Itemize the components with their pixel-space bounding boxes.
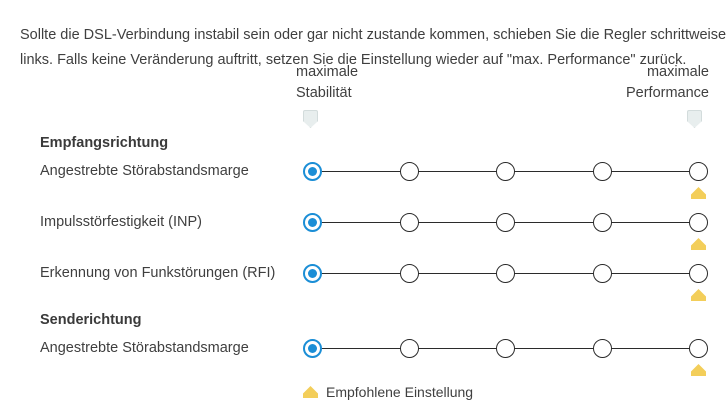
slider-step-radio[interactable] (689, 264, 708, 283)
slider-step-radio[interactable] (689, 339, 708, 358)
slider-step-radio[interactable] (399, 162, 419, 181)
recommended-marker-icon (691, 187, 706, 199)
slider-step-radio[interactable] (592, 162, 612, 181)
intro-paragraph: Sollte die DSL-Verbindung instabil sein … (20, 26, 728, 68)
recommended-marker-icon (691, 238, 706, 250)
slider-step-radio[interactable] (496, 162, 515, 181)
slider-handle-icon-left[interactable] (303, 110, 318, 128)
slider-step-radio[interactable] (399, 339, 419, 358)
slider-step-radio[interactable] (592, 339, 612, 358)
slider-step-radio[interactable] (592, 213, 612, 232)
setting-row-slider[interactable] (303, 162, 708, 199)
setting-row-slider[interactable] (303, 213, 708, 250)
group-heading: Empfangsrichtung (40, 135, 169, 151)
legend-label: Empfohlene Einstellung (326, 384, 474, 400)
recommended-marker-icon (303, 386, 318, 398)
slider-step-radio[interactable] (689, 213, 708, 232)
column-header-max-stability: maximale Stabilität (296, 62, 358, 104)
slider-step-radio[interactable] (689, 162, 708, 181)
slider-step-radio[interactable] (496, 339, 515, 358)
slider-step-radio[interactable] (399, 264, 419, 283)
recommended-marker-icon (691, 364, 706, 376)
setting-row-label: Angestrebte Störabstandsmarge (40, 340, 249, 356)
slider-step-radio[interactable] (399, 213, 419, 232)
setting-row-label: Impulsstörfestigkeit (INP) (40, 214, 202, 230)
slider-step-radio[interactable] (303, 264, 322, 283)
recommended-marker-icon (691, 289, 706, 301)
column-header-left-line1: maximale (296, 64, 359, 80)
setting-row-slider[interactable] (303, 339, 708, 376)
setting-row-slider[interactable] (303, 264, 708, 301)
slider-step-radio[interactable] (303, 213, 322, 232)
group-heading: Senderichtung (40, 312, 142, 328)
column-header-right-line1: maximale (646, 64, 709, 80)
slider-step-radio[interactable] (592, 264, 612, 283)
column-header-right-line2: Performance (625, 85, 709, 101)
setting-row-label: Erkennung von Funkstörungen (RFI) (40, 265, 276, 281)
slider-handle-icon-right[interactable] (687, 110, 702, 128)
slider-step-radio[interactable] (496, 213, 515, 232)
column-header-max-performance: maximale Performance (626, 62, 709, 104)
column-header-left-line2: Stabilität (296, 85, 352, 101)
slider-step-radio[interactable] (496, 264, 515, 283)
slider-step-radio[interactable] (303, 339, 322, 358)
legend: Empfohlene Einstellung (303, 384, 473, 400)
slider-step-radio[interactable] (303, 162, 322, 181)
setting-row-label: Angestrebte Störabstandsmarge (40, 163, 249, 179)
